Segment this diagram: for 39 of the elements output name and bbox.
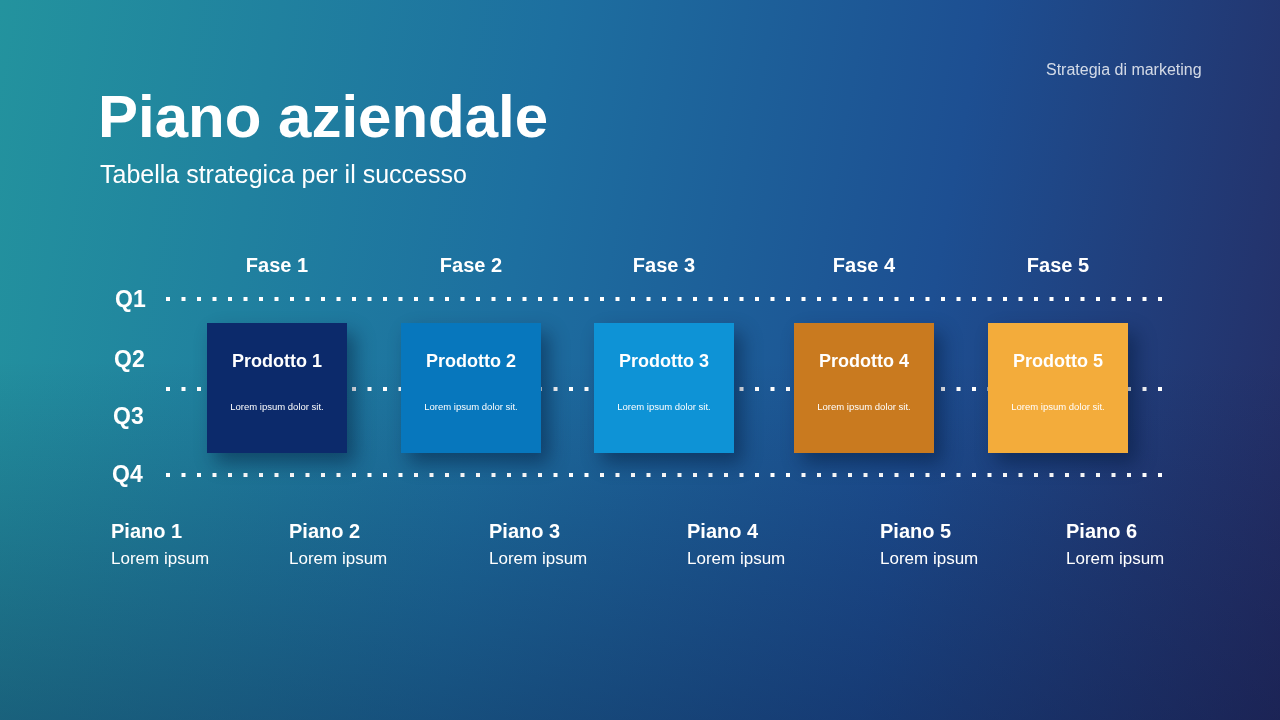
phase-label: Fase 2 (438, 254, 504, 277)
plan-title: Piano 6 (1066, 520, 1138, 543)
plan-description: Lorem ipsum (489, 549, 588, 569)
product-description: Lorem ipsum dolor sit. (816, 401, 912, 412)
plan-title: Piano 1 (111, 520, 183, 543)
product-title: Prodotto 4 (818, 351, 910, 372)
product-card (794, 323, 934, 453)
quarter-label: Q4 (112, 461, 143, 488)
plan-description: Lorem ipsum (1066, 549, 1165, 569)
title: Piano aziendale (98, 82, 549, 151)
header-note: Strategia di marketing (1046, 61, 1202, 79)
quarter-label: Q3 (113, 403, 144, 430)
plan-description: Lorem ipsum (880, 549, 979, 569)
plan-title: Piano 4 (687, 520, 759, 543)
product-card (401, 323, 541, 453)
plan-title: Piano 5 (880, 520, 952, 543)
product-card (207, 323, 347, 453)
phase-label: Fase 1 (244, 254, 310, 277)
quarter-label: Q1 (115, 286, 146, 313)
plan-description: Lorem ipsum (687, 549, 786, 569)
product-title: Prodotto 3 (618, 351, 710, 372)
product-card (594, 323, 734, 453)
plan-description: Lorem ipsum (289, 549, 388, 569)
quarter-label: Q2 (114, 346, 145, 373)
plan-title: Piano 2 (289, 520, 361, 543)
product-title: Prodotto 1 (231, 351, 323, 372)
product-title: Prodotto 5 (1012, 351, 1104, 372)
product-description: Lorem ipsum dolor sit. (229, 401, 325, 412)
product-description: Lorem ipsum dolor sit. (616, 401, 712, 412)
subtitle: Tabella strategica per il successo (100, 160, 467, 189)
phase-label: Fase 5 (1025, 254, 1091, 277)
plan-title: Piano 3 (489, 520, 561, 543)
plan-description: Lorem ipsum (111, 549, 210, 569)
product-description: Lorem ipsum dolor sit. (1010, 401, 1106, 412)
phase-label: Fase 3 (631, 254, 697, 277)
product-description: Lorem ipsum dolor sit. (423, 401, 519, 412)
phase-label: Fase 4 (831, 254, 897, 277)
product-card (988, 323, 1128, 453)
product-title: Prodotto 2 (425, 351, 517, 372)
